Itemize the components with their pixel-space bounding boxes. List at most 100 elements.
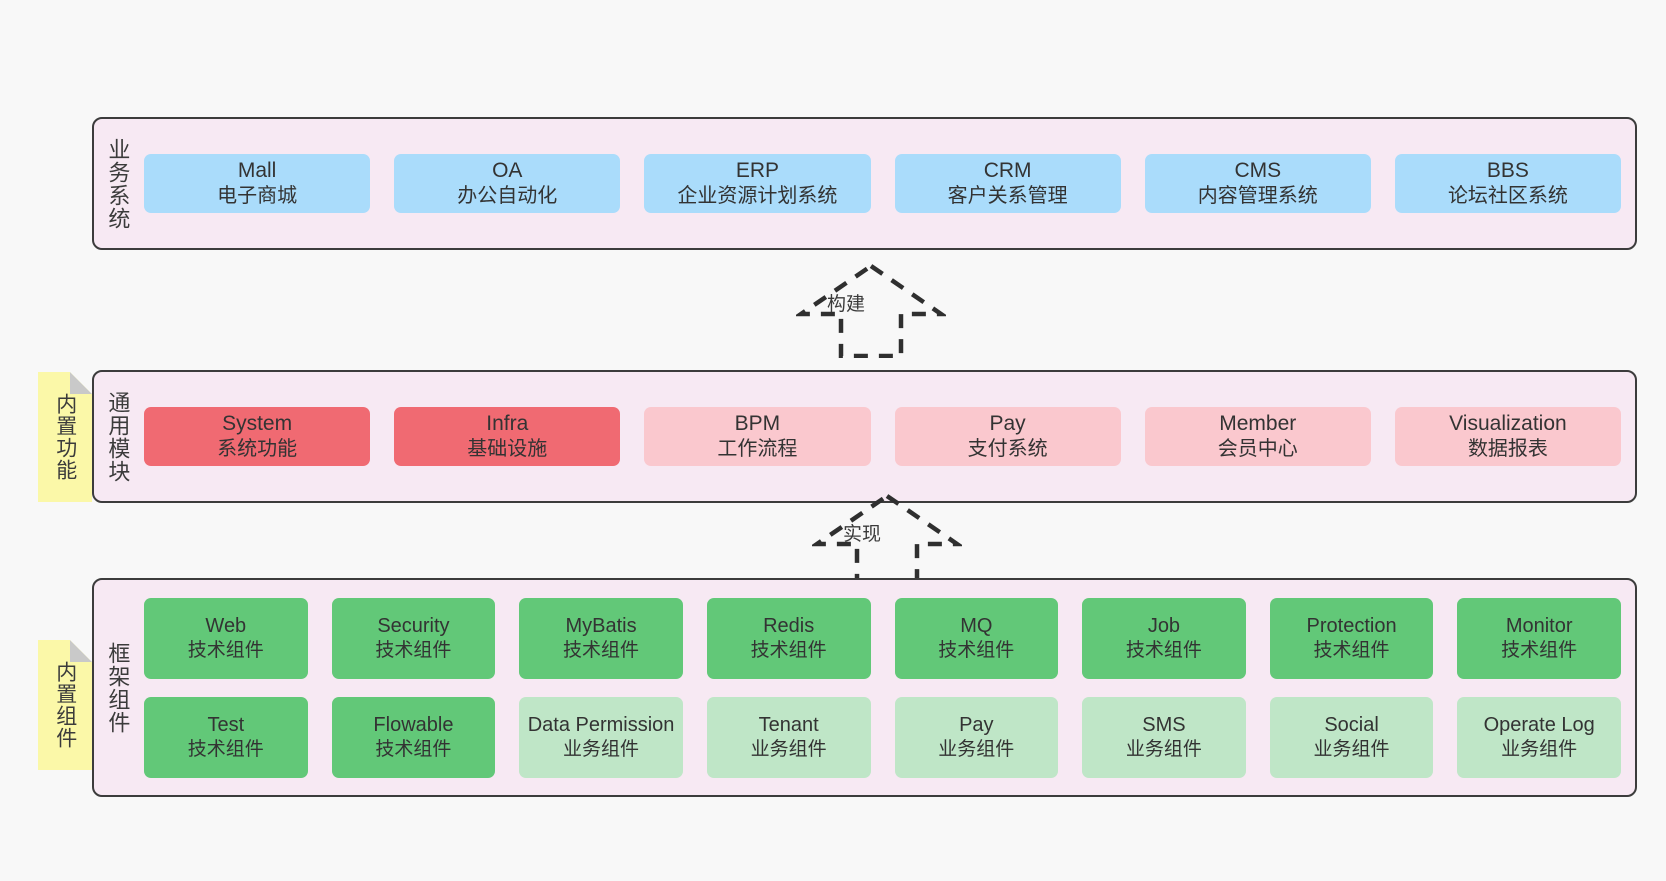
node-row: Web 技术组件 Security 技术组件 MyBatis 技术组件 Redi… bbox=[144, 597, 1621, 679]
node-visualization[interactable]: Visualization 数据报表 bbox=[1394, 406, 1622, 467]
node-subtitle: 技术组件 bbox=[938, 639, 1015, 661]
node-row: Test 技术组件 Flowable 技术组件 Data Permission … bbox=[144, 696, 1621, 778]
node-data-permission[interactable]: Data Permission 业务组件 bbox=[519, 696, 683, 778]
node-subtitle: 技术组件 bbox=[750, 639, 827, 661]
node-title: Pay bbox=[959, 713, 994, 736]
node-subtitle: 业务组件 bbox=[1313, 738, 1390, 760]
node-flowable[interactable]: Flowable 技术组件 bbox=[331, 696, 496, 778]
node-title: CMS bbox=[1234, 158, 1282, 182]
node-title: Operate Log bbox=[1483, 713, 1595, 736]
node-subtitle: 技术组件 bbox=[1501, 639, 1578, 661]
node-subtitle: 会员中心 bbox=[1217, 438, 1298, 461]
node-job[interactable]: Job 技术组件 bbox=[1082, 597, 1246, 679]
node-operate-log[interactable]: Operate Log 业务组件 bbox=[1457, 696, 1621, 778]
connector-build-label: 构建 bbox=[827, 294, 866, 315]
note-fold-corner-icon bbox=[70, 640, 92, 662]
layer-framework-component: 框架组件 Web 技术组件 Security 技术组件 MyBatis 技术组件… bbox=[92, 578, 1637, 797]
note-label: 内置功能 bbox=[53, 393, 77, 481]
node-title: MyBatis bbox=[565, 614, 637, 637]
node-title: Tenant bbox=[758, 713, 819, 736]
node-subtitle: 论坛社区系统 bbox=[1447, 185, 1568, 208]
node-title: System bbox=[222, 411, 293, 435]
node-redis[interactable]: Redis 技术组件 bbox=[706, 597, 871, 679]
node-protection[interactable]: Protection 技术组件 bbox=[1269, 597, 1434, 679]
layer-title-business-system: 业务系统 bbox=[105, 137, 131, 230]
node-title: Redis bbox=[763, 614, 815, 637]
layer-title-framework-component: 框架组件 bbox=[105, 641, 131, 734]
node-title: Test bbox=[207, 713, 245, 736]
node-title: OA bbox=[492, 158, 523, 182]
node-title: Job bbox=[1147, 614, 1181, 637]
node-subtitle: 业务组件 bbox=[563, 738, 640, 760]
node-title: CRM bbox=[983, 158, 1032, 182]
layer-body-common-module: System 系统功能 Infra 基础设施 BPM 工作流程 Pay 支付系统… bbox=[140, 372, 1635, 501]
node-subtitle: 技术组件 bbox=[187, 738, 264, 760]
node-title: Security bbox=[377, 614, 450, 637]
node-cms[interactable]: CMS 内容管理系统 bbox=[1144, 153, 1371, 214]
node-erp[interactable]: ERP 企业资源计划系统 bbox=[644, 153, 871, 214]
node-subtitle: 支付系统 bbox=[967, 438, 1048, 461]
connector-implement: 实现 bbox=[812, 492, 962, 588]
node-bbs[interactable]: BBS 论坛社区系统 bbox=[1394, 153, 1622, 214]
note-label: 内置组件 bbox=[53, 661, 77, 749]
node-mq[interactable]: MQ 技术组件 bbox=[894, 597, 1059, 679]
node-web[interactable]: Web 技术组件 bbox=[144, 597, 308, 679]
node-subtitle: 技术组件 bbox=[375, 639, 452, 661]
node-subtitle: 内容管理系统 bbox=[1197, 185, 1318, 208]
node-subtitle: 基础设施 bbox=[467, 438, 548, 461]
node-subtitle: 技术组件 bbox=[1313, 639, 1390, 661]
node-title: Mall bbox=[237, 158, 277, 182]
node-subtitle: 业务组件 bbox=[1125, 738, 1202, 760]
layer-business-system: 业务系统 Mall 电子商城 OA 办公自动化 ERP 企业资源计划系统 CRM… bbox=[92, 117, 1637, 250]
node-title: Monitor bbox=[1505, 614, 1573, 637]
layer-common-module: 通用模块 System 系统功能 Infra 基础设施 BPM 工作流程 Pay… bbox=[92, 370, 1637, 503]
node-security[interactable]: Security 技术组件 bbox=[331, 597, 496, 679]
connector-implement-label: 实现 bbox=[843, 524, 882, 545]
node-title: BPM bbox=[734, 411, 781, 435]
node-title: Member bbox=[1219, 411, 1297, 435]
node-monitor[interactable]: Monitor 技术组件 bbox=[1457, 597, 1621, 679]
node-subtitle: 技术组件 bbox=[1125, 639, 1202, 661]
note-fold-corner-icon bbox=[70, 372, 92, 394]
node-subtitle: 技术组件 bbox=[187, 639, 264, 661]
node-title: Protection bbox=[1306, 614, 1397, 637]
node-member[interactable]: Member 会员中心 bbox=[1144, 406, 1371, 467]
node-social[interactable]: Social 业务组件 bbox=[1269, 696, 1434, 778]
node-title: Flowable bbox=[373, 713, 454, 736]
node-bpm[interactable]: BPM 工作流程 bbox=[644, 406, 871, 467]
node-mall[interactable]: Mall 电子商城 bbox=[144, 153, 371, 214]
node-crm[interactable]: CRM 客户关系管理 bbox=[894, 153, 1121, 214]
node-test[interactable]: Test 技术组件 bbox=[144, 696, 308, 778]
node-title: Social bbox=[1324, 713, 1379, 736]
layer-body-framework-component: Web 技术组件 Security 技术组件 MyBatis 技术组件 Redi… bbox=[140, 580, 1635, 795]
node-pay[interactable]: Pay 支付系统 bbox=[894, 406, 1121, 467]
node-pay-business[interactable]: Pay 业务组件 bbox=[894, 696, 1059, 778]
node-title: Infra bbox=[486, 411, 529, 435]
note-builtin-feature: 内置功能 bbox=[38, 372, 92, 502]
node-title: Web bbox=[205, 614, 247, 637]
layer-body-business-system: Mall 电子商城 OA 办公自动化 ERP 企业资源计划系统 CRM 客户关系… bbox=[140, 119, 1635, 248]
node-system[interactable]: System 系统功能 bbox=[144, 406, 371, 467]
layer-title-common-module: 通用模块 bbox=[105, 390, 131, 483]
node-oa[interactable]: OA 办公自动化 bbox=[394, 153, 621, 214]
connector-build: 构建 bbox=[796, 262, 946, 358]
node-tenant[interactable]: Tenant 业务组件 bbox=[706, 696, 871, 778]
node-title: MQ bbox=[960, 614, 993, 637]
generalization-arrow-icon bbox=[812, 493, 962, 588]
node-subtitle: 企业资源计划系统 bbox=[677, 185, 838, 208]
node-sms[interactable]: SMS 业务组件 bbox=[1082, 696, 1246, 778]
node-subtitle: 业务组件 bbox=[938, 738, 1015, 760]
node-subtitle: 业务组件 bbox=[1501, 738, 1578, 760]
node-title: Pay bbox=[989, 411, 1026, 435]
node-title: BBS bbox=[1486, 158, 1529, 182]
node-subtitle: 系统功能 bbox=[217, 438, 298, 461]
node-subtitle: 数据报表 bbox=[1467, 438, 1548, 461]
node-mybatis[interactable]: MyBatis 技术组件 bbox=[519, 597, 683, 679]
node-infra[interactable]: Infra 基础设施 bbox=[394, 406, 621, 467]
node-title: ERP bbox=[735, 158, 780, 182]
node-subtitle: 工作流程 bbox=[717, 438, 798, 461]
node-title: Visualization bbox=[1449, 411, 1567, 435]
node-title: SMS bbox=[1142, 713, 1186, 736]
node-subtitle: 技术组件 bbox=[375, 738, 452, 760]
